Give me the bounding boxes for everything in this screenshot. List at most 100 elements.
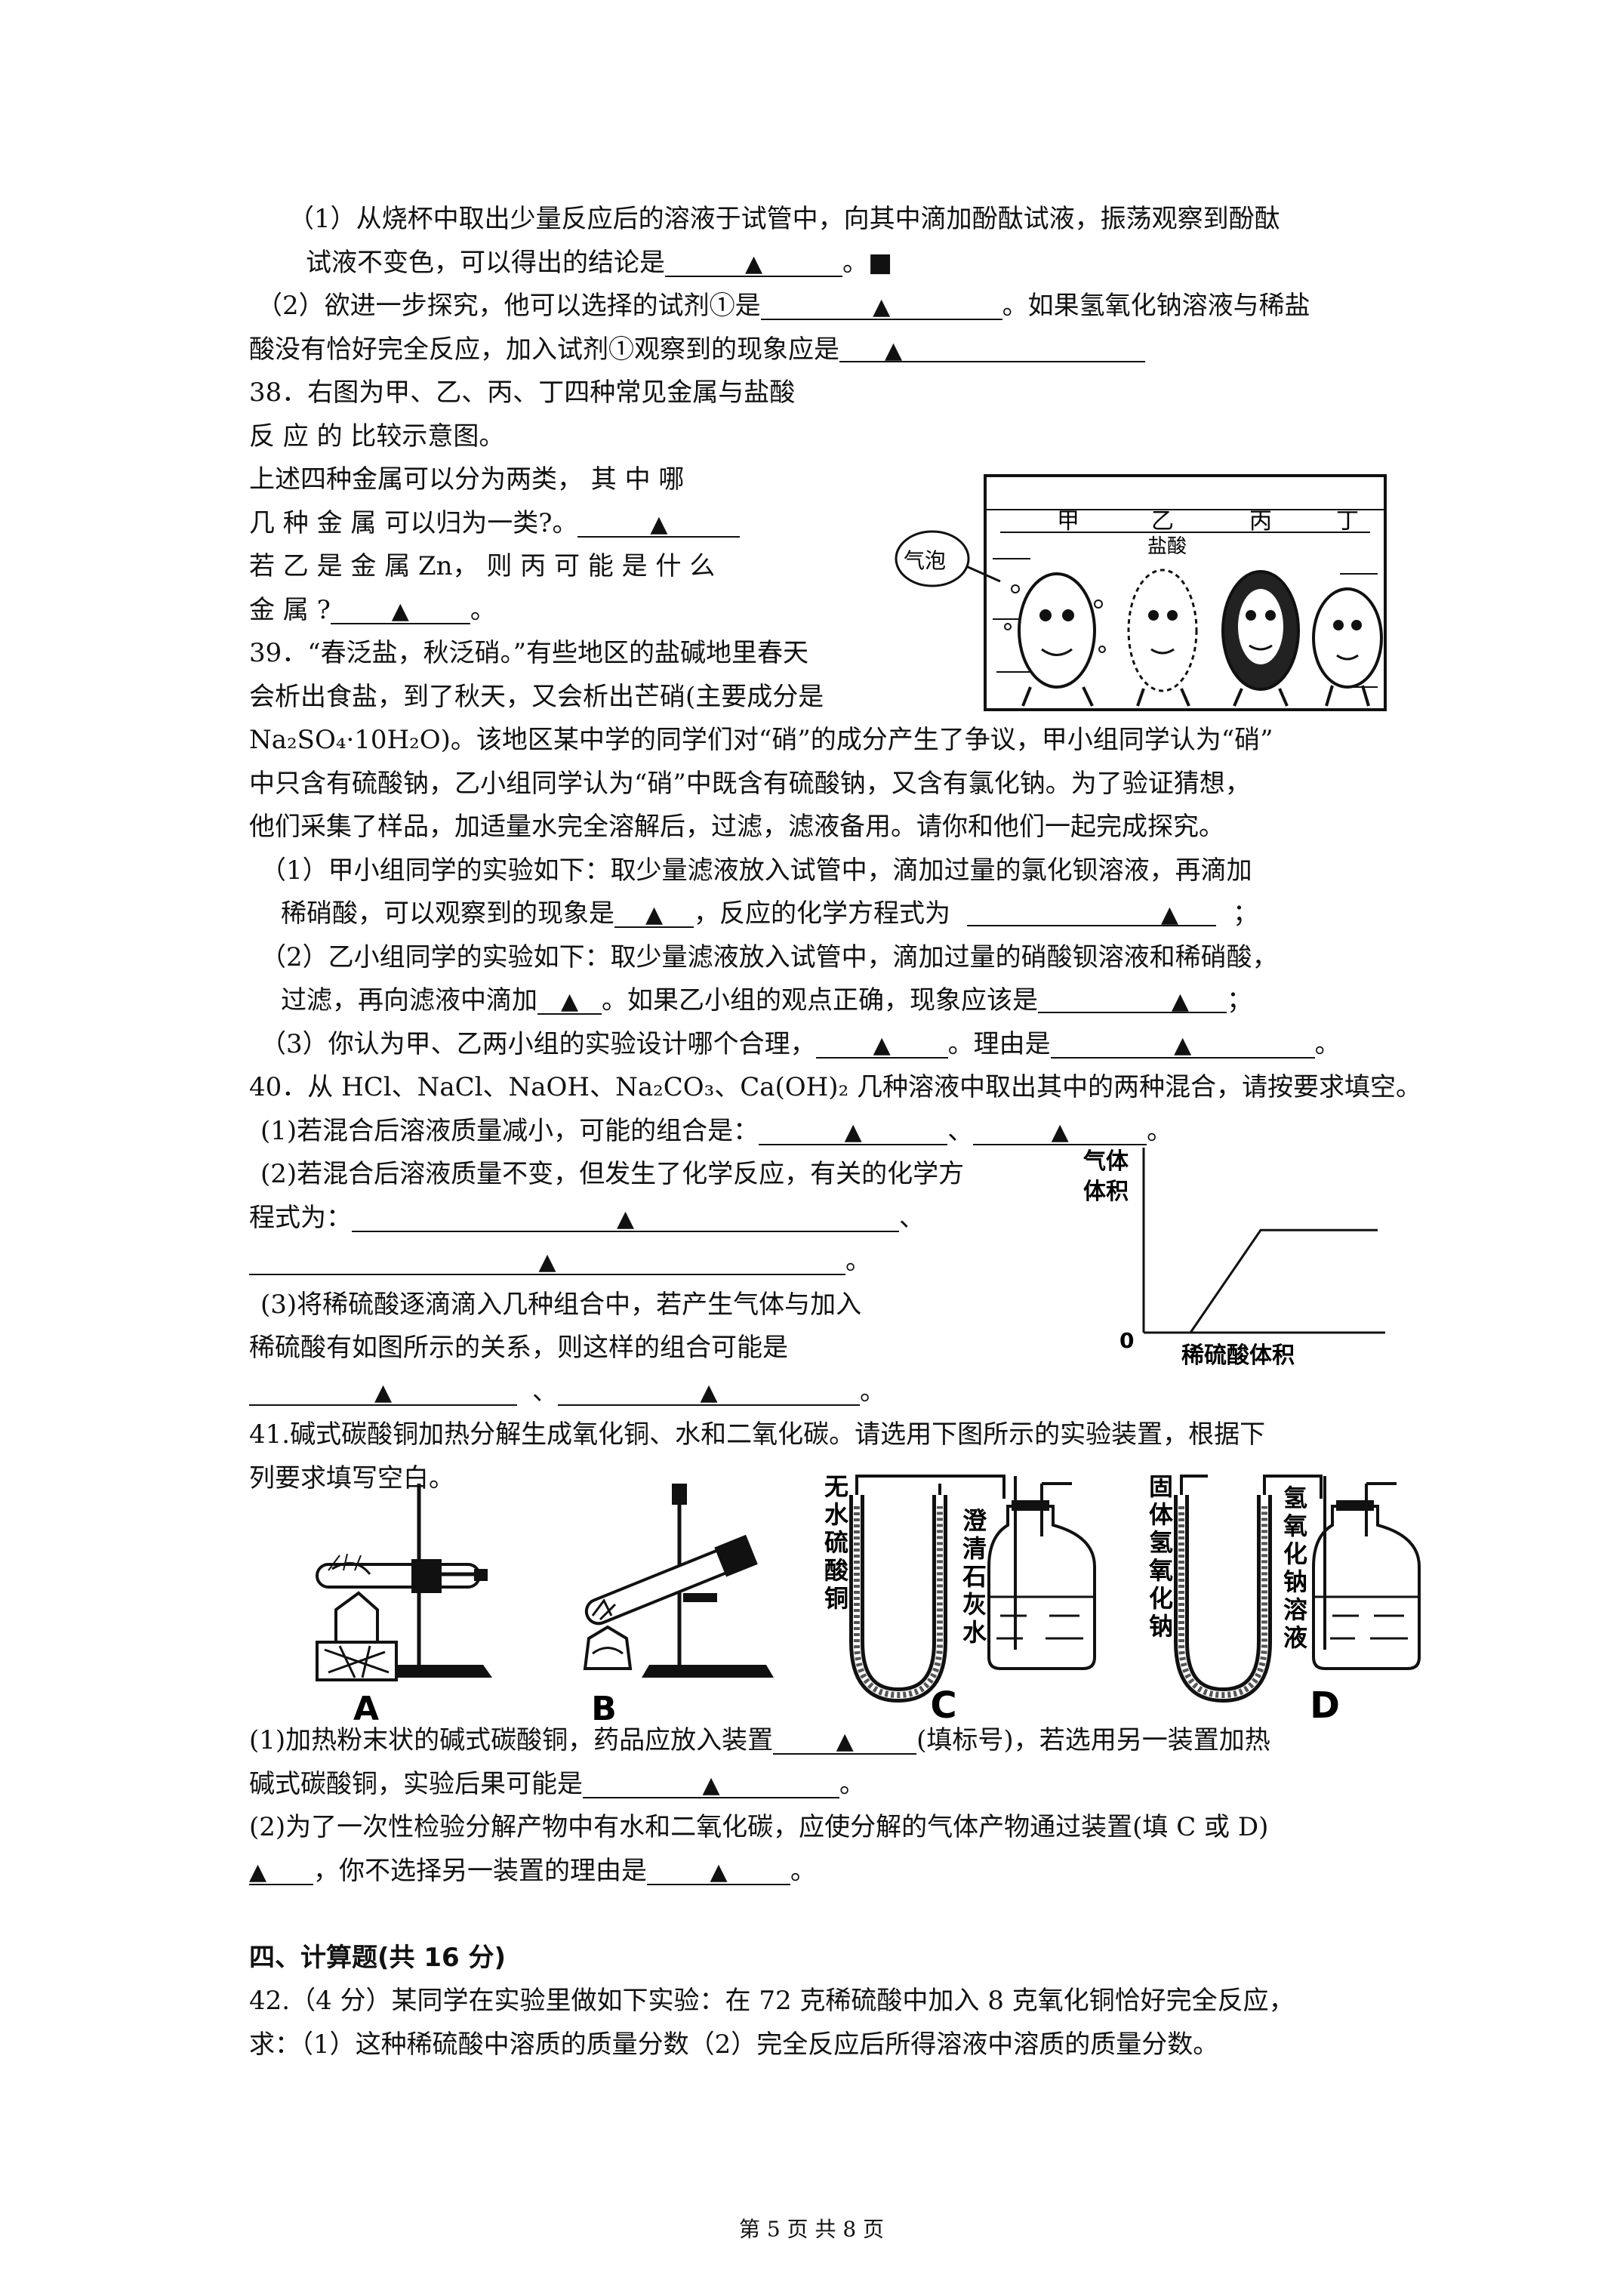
q40-s3-line3: ▲、▲。 (249, 1376, 885, 1407)
answer-blank[interactable]: ▲ (967, 901, 1216, 928)
metal-yi-figure (1127, 569, 1198, 707)
answer-blank[interactable]: ▲ (665, 250, 842, 277)
answer-blank[interactable]: ▲ (815, 1031, 948, 1059)
apparatus-d-right-label-4: 钠 (1283, 1567, 1307, 1596)
q39-line4: 中只含有硫酸钠，乙小组同学认为“硝”中既含有硫酸钠，又含有氯化钠。为了验证猜想， (249, 769, 1251, 799)
beaker-outline (984, 474, 1387, 711)
apparatus-a-label: A (353, 1690, 379, 1721)
apparatus-d-right-label-3: 化 (1283, 1539, 1307, 1568)
q38-line1: 38．右图为甲、乙、丙、丁四种常见金属与盐酸 (249, 378, 796, 408)
apparatus-c-right-label-3: 石 (962, 1562, 987, 1591)
gas-volume-series (1144, 1228, 1378, 1334)
apparatus-c-right-label-1: 澄 (962, 1506, 987, 1535)
apparatus-d-left-label-6: 钠 (1149, 1612, 1173, 1641)
apparatus-d-right-label-1: 氢 (1283, 1484, 1307, 1512)
apparatus-d-left-label-2: 体 (1149, 1500, 1173, 1529)
apparatus-d-right-label-2: 氧 (1283, 1512, 1307, 1540)
apparatus-c-left-label-1: 无 (824, 1472, 848, 1501)
metal-label-yi: 乙 (1151, 508, 1174, 535)
q40-s1-line: (1)若混合后溶液质量减小，可能的组合是：▲、▲。 (260, 1116, 1173, 1146)
metal-label-bing: 丙 (1249, 508, 1272, 535)
q39-s2-line1: （2）乙小组同学的实验如下：取少量滤液放入试管中，滴加过量的硝酸钡溶液和稀硝酸， (260, 942, 1278, 972)
q37-line2: 试液不变色，可以得出的结论是▲。■ (306, 248, 893, 278)
apparatus-b-label: B (591, 1690, 617, 1721)
answer-blank[interactable]: ▲ (759, 1118, 948, 1145)
section-title: 四、计算题(共 16 分) (249, 1943, 507, 1973)
q38-line2: 反 应 的 比较示意图。 (249, 421, 505, 451)
q38-line5: 若 乙 是 金 属 Zn， 则 丙 可 能 是 什 么 (249, 551, 716, 581)
speech-bubble (895, 530, 970, 587)
q39-s1-line2: 稀硝酸，可以观察到的现象是▲，反应的化学方程式为▲； (281, 898, 1258, 929)
apparatus-c-left-label-3: 硫 (824, 1528, 848, 1557)
q41-line1: 41.碱式碳酸铜加热分解生成氧化铜、水和二氧化碳。请选用下图所示的实验装置，根据… (249, 1419, 1266, 1450)
answer-blank[interactable]: ▲ (537, 988, 602, 1015)
q38-line4: 几 种 金 属 可以归为一类?。▲ (249, 508, 741, 538)
apparatus-c-label: C (930, 1684, 956, 1721)
bubble-text: 气泡 (904, 548, 946, 573)
apparatus-a: A (316, 1484, 492, 1721)
apparatus-d-right-label-6: 液 (1283, 1623, 1307, 1652)
chart-ylabel-2: 体积 (1083, 1179, 1129, 1205)
answer-blank[interactable]: ▲ (577, 510, 741, 538)
answer-blank[interactable]: ▲ (647, 1858, 790, 1885)
q41-s2-line2: ▲，你不选择另一装置的理由是▲。 (249, 1856, 816, 1886)
answer-blank[interactable]: ▲ (773, 1727, 917, 1755)
answer-blank[interactable]: ▲ (583, 1771, 839, 1798)
metal-label-jia: 甲 (1057, 508, 1079, 535)
page-footer: 第 5 页 共 8 页 (738, 2217, 885, 2242)
q38-line6: 金 属 ?▲。 (249, 595, 496, 625)
q42-line2: 求：（1）这种稀硫酸中溶质的质量分数（2）完全反应后所得溶液中溶质的质量分数。 (249, 2029, 1219, 2060)
answer-blank[interactable]: ▲ (760, 293, 1002, 320)
q40-line1: 40．从 HCl、NaCl、NaOH、Na₂CO₃、Ca(OH)₂ 几种溶液中取… (249, 1072, 1422, 1102)
apparatus-b: B (583, 1484, 774, 1721)
apparatus-c-right-label-2: 清 (962, 1534, 987, 1563)
metal-bing-figure (1221, 570, 1300, 707)
acid-label: 盐酸 (1147, 535, 1187, 558)
q37-line4: 酸没有恰好完全反应，加入试剂①观察到的现象应是▲ (249, 334, 1145, 365)
answer-blank[interactable]: ▲ (330, 597, 470, 624)
q38-line3: 上述四种金属可以分为两类， 其 中 哪 (249, 464, 685, 495)
apparatus-c-left-label-5: 铜 (824, 1584, 848, 1613)
apparatus-d: 固 体 氢 氧 化 钠 氢 氧 化 钠 溶 液 D (1149, 1472, 1421, 1721)
chart-xlabel: 稀硫酸体积 (1181, 1342, 1295, 1369)
q39-s3-line: （3）你认为甲、乙两小组的实验设计哪个合理，▲。理由是▲。 (260, 1029, 1341, 1059)
answer-blank[interactable]: ▲ (249, 1248, 845, 1275)
answer-blank[interactable]: ▲ (352, 1205, 899, 1232)
answer-blank[interactable]: ▲ (558, 1379, 860, 1406)
metal-ding-figure (1312, 587, 1383, 707)
apparatus-c: 无 水 硫 酸 铜 澄 清 石 灰 水 C (824, 1472, 1096, 1721)
apparatus-c-right-label-5: 水 (962, 1618, 987, 1647)
answer-blank[interactable]: ▲ (614, 901, 694, 928)
metal-jia-figure (1004, 572, 1106, 707)
metals-acid-figure: 甲 乙 盐酸 丙 丁 气泡 (895, 474, 1387, 711)
q39-line3: Na₂SO₄·10H₂O)。该地区某中学的同学们对“硝”的成分产生了争议，甲小组… (249, 725, 1273, 755)
q39-line1: 39．“春泛盐，秋泛硝。”有些地区的盐碱地里春天 (249, 638, 809, 668)
q39-s2-line2: 过滤，再向滤液中滴加▲。如果乙小组的观点正确，现象应该是▲； (281, 985, 1252, 1015)
answer-blank[interactable]: ▲ (973, 1118, 1147, 1145)
answer-blank[interactable]: ▲ (249, 1858, 313, 1885)
q39-s1-line1: （1）甲小组同学的实验如下：取少量滤液放入试管中，滴加过量的氯化钡溶液，再滴加 (260, 855, 1252, 886)
q40-s2-line1: (2)若混合后溶液质量不变，但发生了化学反应，有关的化学方 (260, 1159, 965, 1189)
apparatus-c-left-label-2: 水 (824, 1500, 849, 1529)
answer-blank[interactable]: ▲ (1038, 988, 1227, 1015)
answer-blank[interactable]: ▲ (1050, 1031, 1315, 1059)
q40-s3-line1: (3)将稀硫酸逐滴滴入几种组合中，若产生气体与加入 (260, 1290, 862, 1320)
apparatus-c-left-label-4: 酸 (824, 1556, 849, 1585)
apparatus-c-right-label-4: 灰 (962, 1590, 987, 1619)
answer-blank[interactable]: ▲ (249, 1379, 517, 1406)
answer-blank[interactable]: ▲ (839, 337, 1145, 364)
q37-line1: （1）从烧杯中取出少量反应后的溶液于试管中，向其中滴加酚酞试液，振荡观察到酚酞 (288, 204, 1280, 234)
apparatus-d-right-label-5: 溶 (1283, 1595, 1307, 1624)
chart-origin: 0 (1119, 1328, 1134, 1353)
q40-s3-line2: 稀硫酸有如图所示的关系，则这样的组合可能是 (249, 1333, 788, 1363)
apparatus-d-left-label-4: 氧 (1149, 1556, 1173, 1585)
apparatus-d-label: D (1310, 1684, 1340, 1721)
apparatus-d-left-label-5: 化 (1149, 1584, 1173, 1613)
q41-s1-line1: (1)加热粉末状的碱式碳酸铜，药品应放入装置▲(填标号)，若选用另一装置加热 (249, 1725, 1270, 1755)
q41-s1-line2: 碱式碳酸铜，实验后果可能是▲。 (249, 1769, 865, 1799)
apparatus-d-left-label-1: 固 (1149, 1472, 1173, 1501)
metal-label-ding: 丁 (1336, 508, 1359, 535)
q37-line3: （2）欲进一步探究，他可以选择的试剂①是▲。如果氢氧化钠溶液与稀盐 (257, 291, 1310, 321)
q41-s2-line1: (2)为了一次性检验分解产物中有水和二氧化碳，应使分解的气体产物通过装置(填 C… (249, 1812, 1269, 1842)
q42-line1: 42.（4 分）某同学在实验里做如下实验：在 72 克稀硫酸中加入 8 克氧化铜… (249, 1986, 1295, 2016)
